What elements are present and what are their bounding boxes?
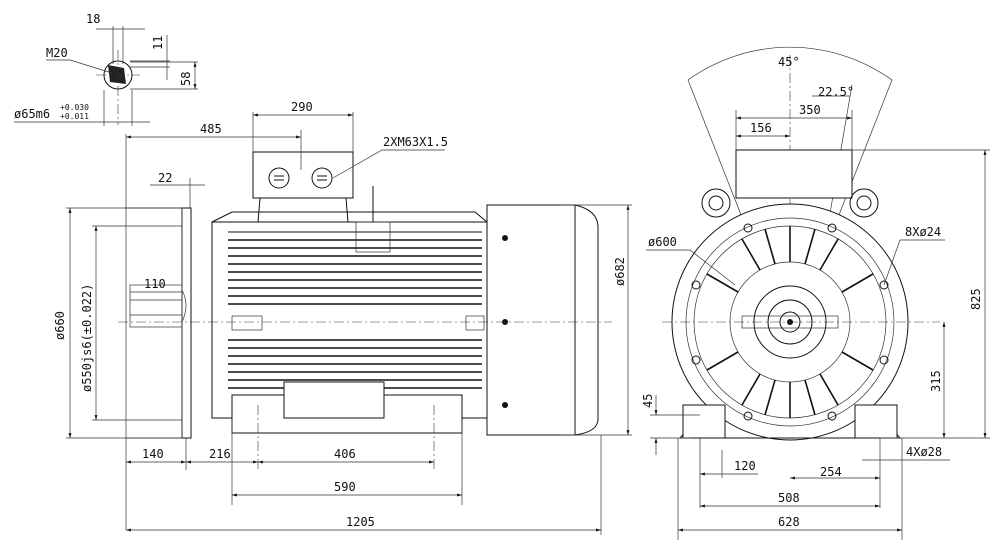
holes-feet-label: 4Xø28 (906, 445, 942, 459)
dim-22-label: 22 (158, 171, 172, 185)
dim-508-label: 508 (778, 491, 800, 505)
dim-1205-label: 1205 (346, 515, 375, 529)
fan-cover (486, 204, 576, 436)
shaft-key (129, 284, 183, 328)
cable-gland-right-icon (311, 167, 333, 189)
shaft-tol-upper: +0.030 (60, 103, 89, 112)
cable-gland-left-icon (268, 167, 290, 189)
dim-110-label: 110 (144, 277, 166, 291)
dim-406-label: 406 (334, 447, 356, 461)
front-view: 45° 22.5° 350 156 (641, 46, 990, 540)
dim-825-label: 825 (969, 288, 983, 310)
dim-660-label: ø660 (53, 311, 67, 340)
angle-45-label: 45° (778, 55, 800, 69)
dim-45-label: 45 (641, 394, 655, 408)
dim-350-label: 350 (799, 103, 821, 117)
dim-315-label: 315 (929, 370, 943, 392)
dim-254-label: 254 (820, 465, 842, 479)
shaft-height-label: 58 (179, 72, 193, 86)
cooling-fins (228, 239, 482, 389)
front-terminal-box (735, 149, 853, 199)
dim-628-label: 628 (778, 515, 800, 529)
dim-156-label: 156 (750, 121, 772, 135)
dim-140-label: 140 (142, 447, 164, 461)
dim-600-label: ø600 (648, 235, 677, 249)
shaft-diameter-label: ø65m6 (14, 107, 50, 121)
front-radial-fins (706, 226, 874, 418)
key-width-label: 18 (86, 12, 100, 26)
angle-22-label: 22.5° (818, 85, 854, 99)
side-view: 485 290 2XM63X1.5 22 110 ø660 ø550js6(±0… (53, 100, 632, 535)
dim-590-label: 590 (334, 480, 356, 494)
dim-290-label: 290 (291, 100, 313, 114)
lifting-eye-right-icon (849, 188, 879, 218)
dim-682-label: ø682 (613, 257, 627, 286)
shaft-tol-lower: +0.011 (60, 112, 89, 121)
dim-485-label: 485 (200, 122, 222, 136)
dim-120-label: 120 (734, 459, 756, 473)
dim-550-label: ø550js6(±0.022) (80, 284, 94, 392)
cable-gland-label: 2XM63X1.5 (383, 135, 448, 149)
thread-label: M20 (46, 46, 68, 60)
flange-plate (181, 207, 192, 439)
holes-flange-label: 8Xø24 (905, 225, 941, 239)
lifting-eye-left-icon (701, 188, 731, 218)
shaft-hatching (108, 65, 126, 84)
key-height-label: 11 (151, 36, 165, 50)
dim-216-label: 216 (209, 447, 231, 461)
shaft-end-detail: 18 11 58 M20 ø65m6 +0.030 +0.011 (14, 12, 198, 126)
